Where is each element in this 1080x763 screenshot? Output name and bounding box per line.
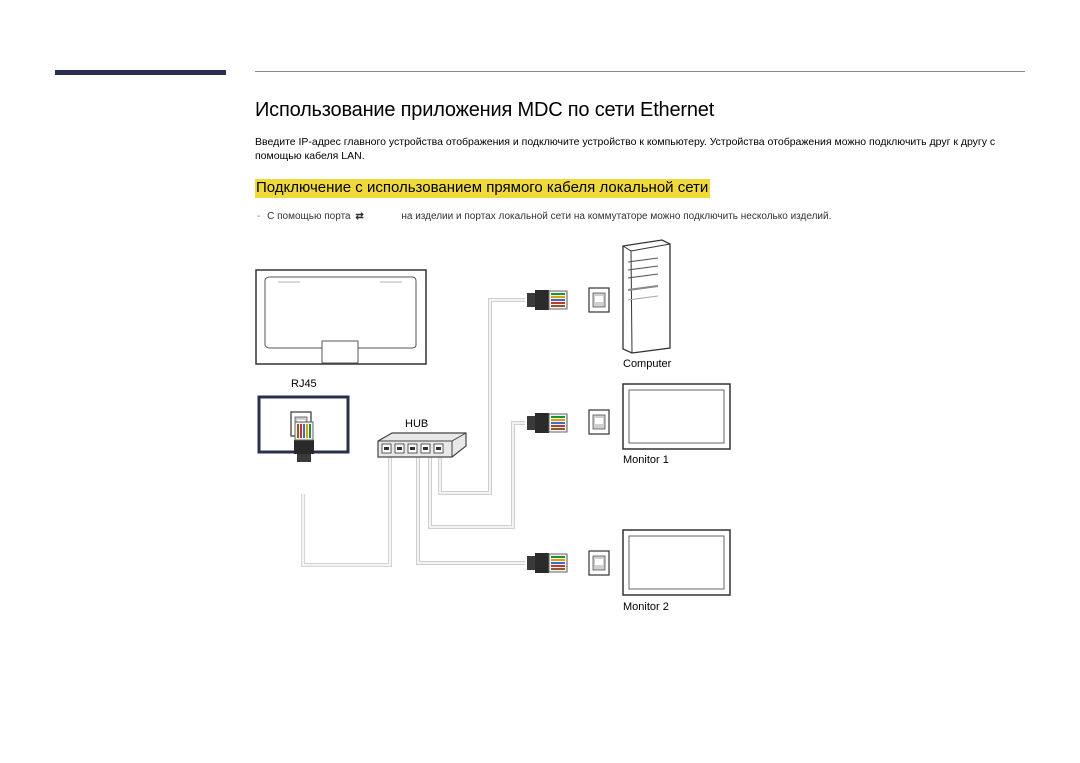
hub-icon: [377, 432, 467, 458]
note-bullet: -: [257, 211, 261, 222]
rj45-label: RJ45: [291, 378, 317, 390]
hub-label: HUB: [405, 418, 429, 430]
monitor-1-icon: [622, 383, 731, 450]
plug-computer: [526, 287, 610, 313]
lan-port-icon: ⇄: [355, 211, 364, 222]
section-subtitle: Подключение с использованием прямого каб…: [255, 179, 711, 198]
monitor-1-label: Monitor 1: [623, 454, 669, 466]
header-rule: [255, 71, 1025, 72]
computer-tower-icon: [622, 239, 671, 354]
accent-bar: [55, 70, 226, 75]
plug-monitor1: [526, 409, 610, 435]
page-title: Использование приложения MDC по сети Eth…: [255, 99, 715, 121]
note-line: - С помощью порта ⇄ на изделии и портах …: [257, 211, 831, 222]
computer-label: Computer: [623, 358, 672, 370]
note-text-before: С помощью порта: [267, 211, 351, 222]
monitor-2-icon: [622, 529, 731, 596]
display-rear-icon: [255, 269, 427, 365]
plug-monitor2: [526, 550, 610, 576]
rj45-plug-vertical: [293, 421, 315, 463]
cables: [301, 298, 525, 567]
intro-text: Введите IP-адрес главного устройства ото…: [255, 136, 996, 162]
monitor-2-label: Monitor 2: [623, 601, 669, 613]
note-text-after: на изделии и портах локальной сети на ко…: [401, 211, 832, 222]
